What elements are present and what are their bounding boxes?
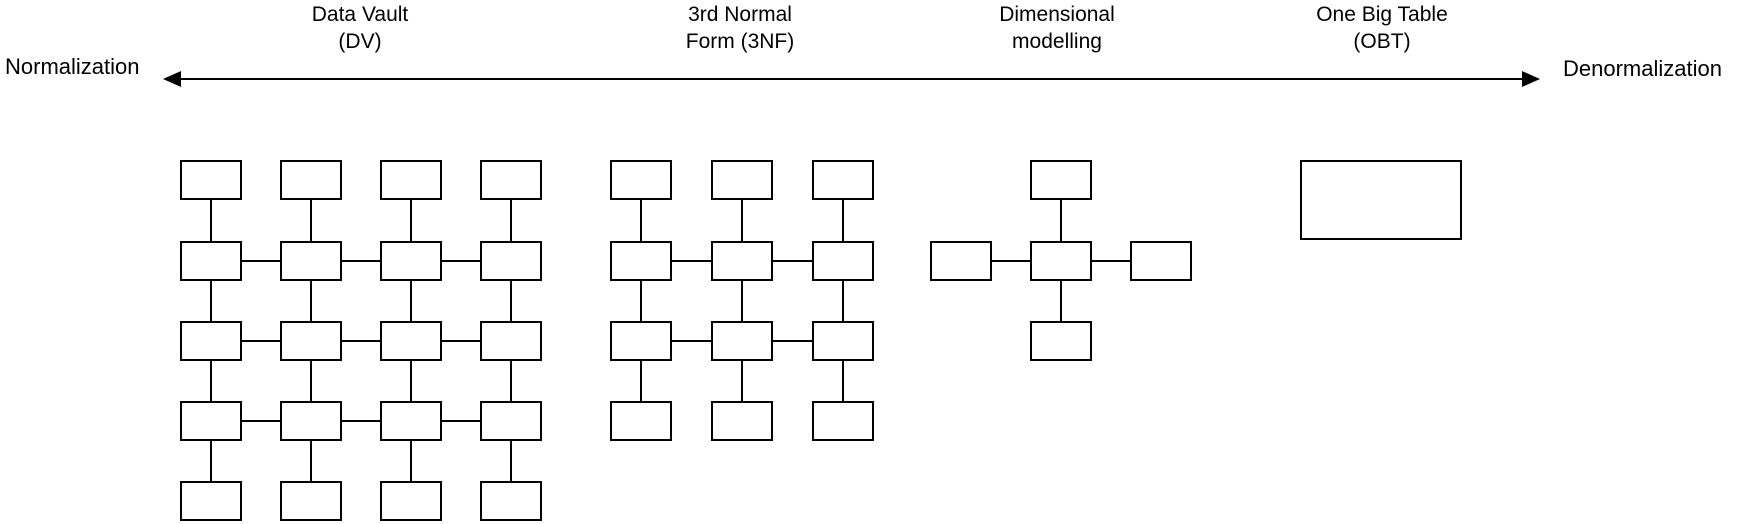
data-vault-connector <box>310 281 312 321</box>
data-vault-connector <box>410 441 412 481</box>
third-normal-form-connector <box>773 340 812 342</box>
label-dimensional-modelling: Dimensional modelling <box>907 1 1207 55</box>
third-normal-form-connector <box>773 260 812 262</box>
data-vault-table-box <box>280 321 342 361</box>
label-one-big-table-line1: One Big Table <box>1316 3 1448 26</box>
label-one-big-table-line2: (OBT) <box>1353 30 1411 53</box>
data-vault-table-box <box>180 401 242 441</box>
dimensional-modelling-table-box <box>930 241 992 281</box>
third-normal-form-table-box <box>610 160 672 200</box>
data-vault-table-box <box>180 160 242 200</box>
data-vault-connector <box>510 361 512 401</box>
axis-right-label: Denormalization <box>1563 56 1722 81</box>
arrow-right-head-icon <box>1522 71 1540 87</box>
label-data-vault: Data Vault (DV) <box>210 1 510 55</box>
dimensional-modelling-table-box <box>1030 241 1092 281</box>
data-vault-table-box <box>380 481 442 521</box>
dimensional-modelling-connector <box>1060 200 1062 241</box>
data-vault-table-box <box>180 241 242 281</box>
third-normal-form-table-box <box>812 241 874 281</box>
third-normal-form-connector <box>741 281 743 321</box>
third-normal-form-connector <box>842 361 844 401</box>
label-data-vault-line1: Data Vault <box>311 3 409 26</box>
data-vault-table-box <box>280 241 342 281</box>
one-big-table-table-box <box>1300 160 1462 240</box>
third-normal-form-connector <box>640 200 642 241</box>
data-vault-connector <box>410 361 412 401</box>
data-vault-connector <box>342 260 380 262</box>
data-vault-table-box <box>380 321 442 361</box>
label-3nf: 3rd Normal Form (3NF) <box>590 1 890 55</box>
data-vault-connector <box>210 200 212 241</box>
third-normal-form-table-box <box>610 321 672 361</box>
data-vault-connector <box>242 340 280 342</box>
dimensional-modelling-table-box <box>1030 160 1092 200</box>
label-data-vault-line2: (DV) <box>338 30 382 53</box>
data-vault-connector <box>342 420 380 422</box>
data-vault-table-box <box>380 401 442 441</box>
data-vault-table-box <box>280 481 342 521</box>
third-normal-form-connector <box>640 281 642 321</box>
dimensional-modelling-table-box <box>1130 241 1192 281</box>
data-vault-table-box <box>480 481 542 521</box>
label-3nf-line1: 3rd Normal <box>688 3 792 26</box>
data-vault-connector <box>510 441 512 481</box>
third-normal-form-table-box <box>610 401 672 441</box>
third-normal-form-connector <box>640 361 642 401</box>
data-vault-table-box <box>180 481 242 521</box>
third-normal-form-table-box <box>812 160 874 200</box>
data-vault-table-box <box>280 401 342 441</box>
label-dimensional-modelling-line2: modelling <box>1012 30 1102 53</box>
data-vault-connector <box>442 420 480 422</box>
data-vault-connector <box>310 441 312 481</box>
data-vault-connector <box>442 260 480 262</box>
data-vault-table-box <box>480 401 542 441</box>
data-vault-connector <box>342 340 380 342</box>
data-vault-table-box <box>380 241 442 281</box>
third-normal-form-connector <box>672 260 711 262</box>
data-vault-connector <box>210 441 212 481</box>
data-vault-connector <box>242 420 280 422</box>
data-vault-connector <box>410 281 412 321</box>
third-normal-form-table-box <box>812 321 874 361</box>
dimensional-modelling-connector <box>1092 260 1130 262</box>
data-vault-connector <box>242 260 280 262</box>
data-vault-connector <box>310 200 312 241</box>
third-normal-form-table-box <box>711 241 773 281</box>
data-vault-table-box <box>280 160 342 200</box>
label-3nf-line2: Form (3NF) <box>685 30 795 53</box>
third-normal-form-connector <box>842 281 844 321</box>
third-normal-form-table-box <box>610 241 672 281</box>
arrow-left-head-icon <box>163 71 181 87</box>
third-normal-form-connector <box>741 200 743 241</box>
data-vault-table-box <box>380 160 442 200</box>
dimensional-modelling-connector <box>1060 281 1062 321</box>
data-vault-connector <box>210 281 212 321</box>
axis-left-label: Normalization <box>5 54 140 79</box>
data-vault-connector <box>442 340 480 342</box>
third-normal-form-connector <box>741 361 743 401</box>
data-vault-table-box <box>480 241 542 281</box>
third-normal-form-table-box <box>711 401 773 441</box>
label-one-big-table: One Big Table (OBT) <box>1232 1 1532 55</box>
dimensional-modelling-table-box <box>1030 321 1092 361</box>
data-vault-connector <box>510 281 512 321</box>
data-vault-connector <box>310 361 312 401</box>
data-vault-table-box <box>480 321 542 361</box>
data-vault-connector <box>210 361 212 401</box>
dimensional-modelling-connector <box>992 260 1030 262</box>
third-normal-form-connector <box>672 340 711 342</box>
data-vault-connector <box>510 200 512 241</box>
third-normal-form-table-box <box>812 401 874 441</box>
label-dimensional-modelling-line1: Dimensional <box>999 3 1115 26</box>
data-vault-connector <box>410 200 412 241</box>
third-normal-form-table-box <box>711 321 773 361</box>
data-vault-table-box <box>180 321 242 361</box>
spectrum-arrow-line <box>178 78 1525 80</box>
data-vault-table-box <box>480 160 542 200</box>
third-normal-form-connector <box>842 200 844 241</box>
third-normal-form-table-box <box>711 160 773 200</box>
